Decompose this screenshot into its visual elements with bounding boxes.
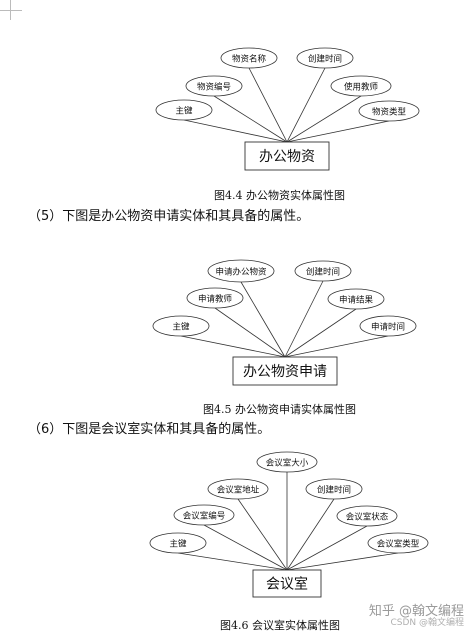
watermark-main: 知乎 @翰文编程 <box>368 604 464 619</box>
attribute-label: 申请时间 <box>371 322 405 333</box>
entity-box <box>232 356 338 386</box>
attribute-label: 申请结果 <box>339 295 374 306</box>
connector-line <box>286 552 399 571</box>
connector-line <box>240 281 286 358</box>
attribute-label: 会议室编号 <box>183 511 226 522</box>
attribute-oval <box>305 478 363 500</box>
connector-line <box>248 67 288 143</box>
connector-line <box>284 335 389 358</box>
attribute-oval <box>330 75 392 97</box>
attribute-label: 物资编号 <box>197 82 231 93</box>
attribute-oval <box>207 478 269 500</box>
figure-caption-4-4: 图4.4 办公物资实体属性图 <box>214 189 345 202</box>
connector-line <box>286 498 335 571</box>
attribute-label: 会议室大小 <box>266 458 309 469</box>
entity-box <box>244 141 330 171</box>
connector-line <box>286 120 390 143</box>
attribute-label: 会议室地址 <box>217 485 260 496</box>
attribute-oval <box>367 532 429 554</box>
connector-line <box>180 335 286 358</box>
attribute-label: 物资类型 <box>372 107 407 118</box>
connector-line <box>284 280 324 358</box>
attribute-oval <box>327 288 385 310</box>
entity-box <box>252 569 322 598</box>
connector-line <box>183 119 288 143</box>
connector-line <box>203 524 288 571</box>
attribute-oval <box>359 315 417 337</box>
attribute-oval <box>207 259 275 283</box>
attribute-oval <box>358 100 420 122</box>
attribute-label: 使用教师 <box>344 82 379 93</box>
attribute-label: 物资名称 <box>232 54 267 65</box>
watermark-sub: CSDN @翰文编程 <box>390 618 464 628</box>
paragraph-5: （5）下图是办公物资申请实体和其具备的属性。 <box>28 209 310 224</box>
connector-line <box>286 525 368 571</box>
connector-line <box>177 552 288 571</box>
watermark: 知乎 @翰文编程 CSDN @翰文编程 <box>369 600 464 628</box>
attribute-label: 主键 <box>169 539 187 550</box>
attribute-label: 创建时间 <box>306 267 340 278</box>
crop-mark-horizontal <box>0 10 22 11</box>
attribute-label: 创建时间 <box>317 485 351 496</box>
attribute-oval <box>155 99 213 121</box>
attribute-label: 创建时间 <box>308 54 342 65</box>
attribute-oval <box>185 75 243 97</box>
attribute-oval <box>152 315 210 337</box>
attribute-label: 申请教师 <box>198 294 233 305</box>
attribute-oval <box>220 47 278 69</box>
attribute-oval <box>186 287 244 309</box>
paragraph-6: （6）下图是会议室实体和其具备的属性。 <box>28 422 271 437</box>
connector-line <box>286 95 362 143</box>
attribute-oval <box>256 451 318 473</box>
attribute-oval <box>173 504 235 526</box>
attribute-label: 申请办公物资 <box>215 267 267 278</box>
attribute-oval <box>149 532 207 554</box>
connector-line <box>284 308 357 358</box>
figure-caption-4-6: 图4.6 会议室实体属性图 <box>220 619 340 632</box>
attribute-label: 主键 <box>172 322 190 333</box>
connector-line <box>286 67 326 143</box>
attribute-oval <box>336 505 398 527</box>
attribute-oval <box>294 260 352 282</box>
attribute-label: 会议室类型 <box>377 539 420 550</box>
connector-line <box>213 95 288 143</box>
entity-name: 办公物资 <box>259 149 315 165</box>
connector-line <box>214 307 286 358</box>
figure-caption-4-5: 图4.5 办公物资申请实体属性图 <box>203 403 356 416</box>
connector-line <box>237 498 288 571</box>
entity-name: 办公物资申请 <box>243 364 327 380</box>
attribute-label: 会议室状态 <box>346 512 389 523</box>
attribute-label: 主键 <box>175 106 193 117</box>
entity-name: 会议室 <box>266 576 308 593</box>
attribute-oval <box>296 47 354 69</box>
